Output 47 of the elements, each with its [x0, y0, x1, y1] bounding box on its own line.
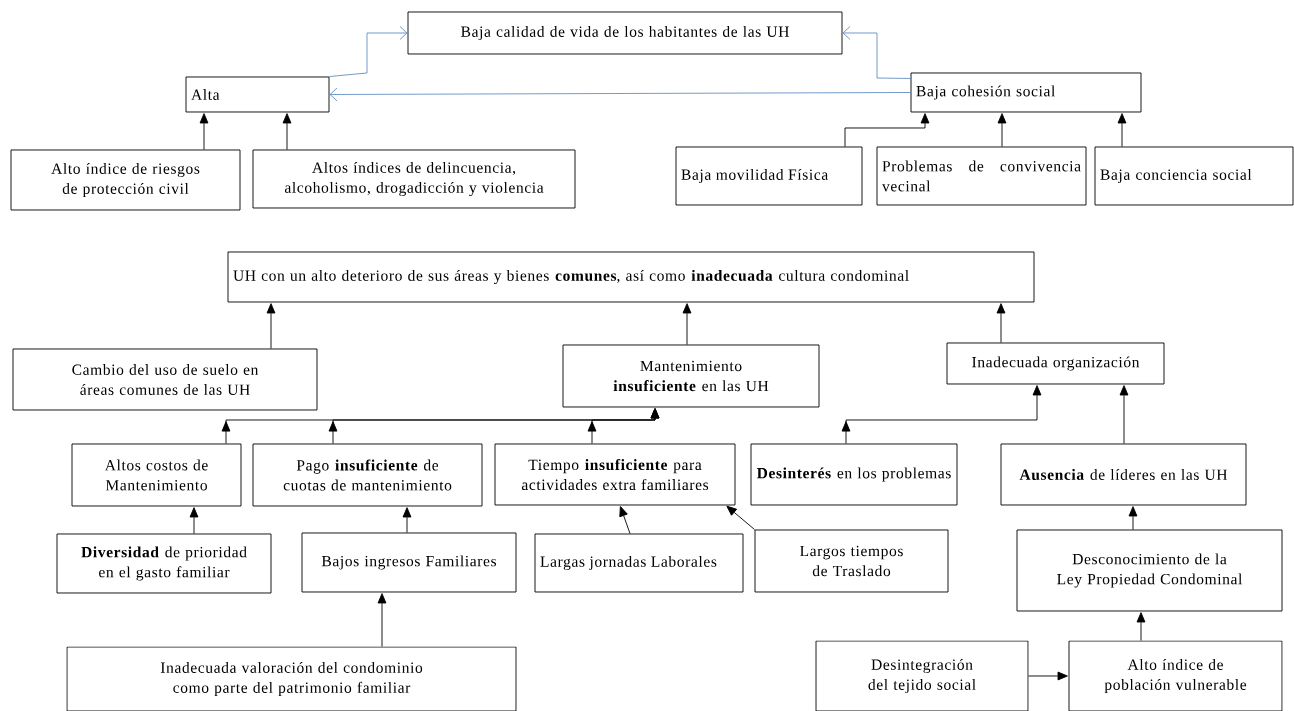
- cause-box: Desintegración del tejido social: [815, 640, 1029, 711]
- arrow: [329, 87, 911, 102]
- arrow: [1117, 113, 1127, 147]
- cause-box: Inadecuada valoración del condominio como parte del patrimonio familiar: [66, 646, 517, 711]
- cause-box: Baja calidad de vida de los habitantes de las UH: [407, 11, 843, 55]
- cause-box: Inadecuada organización: [946, 342, 1165, 385]
- arrow: [842, 26, 911, 79]
- arrow: [726, 505, 755, 530]
- cause-box: Ausencia de líderes en las UH: [1000, 443, 1247, 506]
- cause-box: Alta: [185, 76, 330, 113]
- cause-box: Alto índice de población vulnerable: [1068, 640, 1283, 711]
- arrow: [266, 303, 276, 349]
- arrow: [619, 506, 631, 534]
- arrow: [402, 507, 412, 533]
- arrow: [587, 408, 660, 444]
- cause-box: UH con un alto deterioro de sus áreas y bienes comunes, así como inadecuada cultura condominal: [227, 251, 1035, 303]
- cause-box: Baja cohesión social: [910, 72, 1142, 113]
- arrow: [377, 593, 387, 647]
- arrow: [682, 303, 692, 345]
- cause-box: Largos tiempos de Traslado: [754, 529, 949, 593]
- cause-box: Altos índices de delincuencia, alcoholismo, drogadicción y violencia: [252, 149, 576, 209]
- arrow: [996, 303, 1006, 343]
- arrow: [1136, 612, 1146, 641]
- cause-box: Problemas de convivencia vecinal: [876, 146, 1087, 206]
- arrow: [997, 113, 1007, 147]
- cause-box: Altos costos de Mantenimiento: [71, 443, 242, 507]
- arrow: [841, 385, 1042, 444]
- arrow: [1119, 385, 1129, 444]
- arrow: [844, 113, 930, 147]
- cause-box: Bajos ingresos Familiares: [301, 532, 517, 593]
- arrow: [1128, 506, 1138, 530]
- cause-box: Desconocimiento de la Ley Propiedad Condominal: [1016, 529, 1283, 612]
- cause-box: Mantenimiento insuficiente en las UH: [562, 344, 820, 408]
- arrow: [199, 113, 209, 150]
- cause-box: Baja conciencia social: [1094, 146, 1294, 206]
- cause-box: Desinterés en los problemas: [750, 443, 958, 506]
- arrow: [189, 507, 199, 534]
- cause-box: Pago insuficiente de cuotas de mantenimiento: [252, 443, 483, 507]
- cause-box: Diversidad de prioridad en el gasto familiar: [56, 533, 272, 594]
- cause-box: Largas jornadas Laborales: [534, 533, 744, 593]
- cause-box: Tiempo insuficiente para actividades extra familiares: [494, 443, 736, 506]
- cause-box: Baja movilidad Física: [675, 146, 863, 206]
- arrow: [329, 26, 408, 77]
- cause-box: Cambio del uso de suelo en áreas comunes de las UH: [12, 348, 318, 411]
- arrow: [282, 113, 292, 150]
- cause-box: Alto índice de riesgos de protección civil: [10, 149, 241, 211]
- arrow: [1028, 671, 1068, 681]
